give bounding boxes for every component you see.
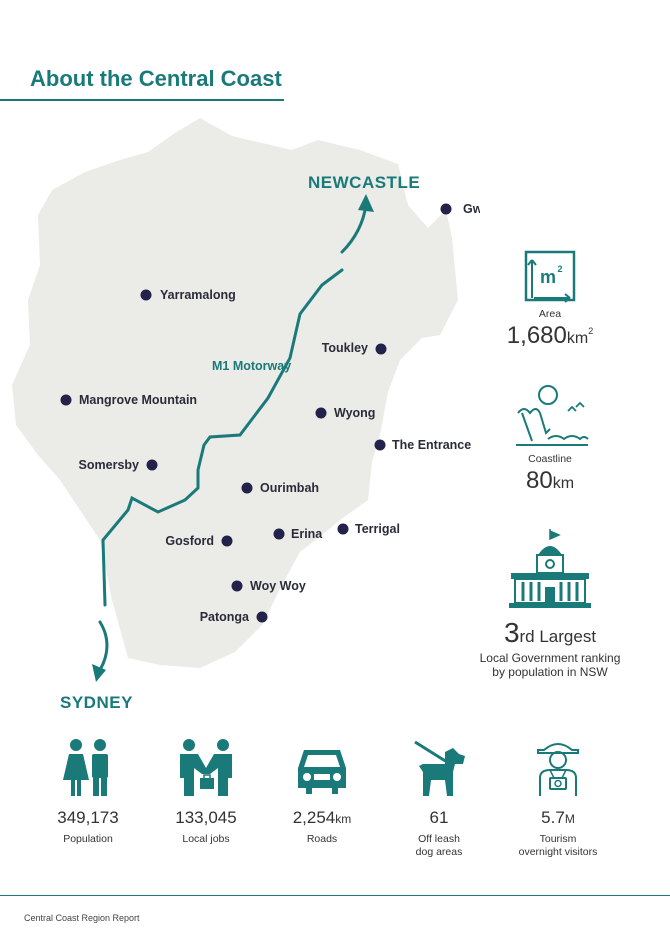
- town-mangrove-mountain: Mangrove Mountain: [60, 393, 197, 407]
- area-value: 1,680km2: [506, 322, 594, 349]
- city-newcastle: NEWCASTLE: [308, 173, 420, 192]
- svg-text:Terrigal: Terrigal: [355, 522, 400, 536]
- ranking-desc-line2: by population in NSW: [492, 665, 608, 679]
- town-woy-woy: Woy Woy: [231, 579, 306, 593]
- footer-rule: [0, 895, 670, 896]
- svg-text:Wyong: Wyong: [334, 406, 375, 420]
- town-gwandalan: Gwandalan: [440, 202, 480, 216]
- coastline-icon: [516, 385, 589, 446]
- stat-local-jobs: 133,045 Local jobs: [151, 738, 261, 846]
- town-toukley: Toukley: [322, 341, 387, 355]
- area-label: Area: [538, 308, 562, 320]
- town-somersby: Somersby: [79, 458, 158, 472]
- city-sydney: SYDNEY: [60, 693, 133, 712]
- svg-text:2: 2: [557, 264, 562, 274]
- svg-text:Ourimbah: Ourimbah: [260, 481, 319, 495]
- coastline-label: Coastline: [528, 453, 572, 465]
- map-land: [12, 118, 458, 668]
- svg-text:Somersby: Somersby: [79, 458, 139, 472]
- coastline-fact: Coastline 80km: [480, 383, 620, 495]
- stat-roads: 2,254km Roads: [267, 738, 377, 846]
- south-arrow-head: [92, 664, 106, 682]
- ranking-value: 3rd Largest: [503, 617, 597, 648]
- area-m2-icon: m 2: [524, 250, 576, 303]
- stat-tourism: 5.7M Tourism overnight visitors: [503, 738, 613, 859]
- south-arrow: [98, 620, 109, 672]
- tourist-icon: [537, 743, 579, 796]
- svg-text:Toukley: Toukley: [322, 341, 368, 355]
- dog-leash-icon: [414, 740, 465, 796]
- town-gosford: Gosford: [165, 534, 233, 548]
- ranking-fact: 3rd Largest Local Government ranking by …: [462, 527, 638, 679]
- region-map: NEWCASTLE SYDNEY M1 Motorway Gwandalan Y…: [12, 118, 480, 712]
- stat-off-leash: 61 Off leash dog areas: [384, 738, 494, 859]
- svg-text:Mangrove Mountain: Mangrove Mountain: [79, 393, 197, 407]
- handshake-icon: [180, 739, 232, 796]
- government-building-icon: [509, 529, 591, 608]
- svg-text:Yarramalong: Yarramalong: [160, 288, 236, 302]
- svg-text:Woy Woy: Woy Woy: [250, 579, 306, 593]
- people-icon: [63, 739, 108, 796]
- town-patonga: Patonga: [200, 610, 268, 624]
- page-title: About the Central Coast: [30, 66, 282, 91]
- north-arrow-head: [358, 194, 374, 212]
- area-fact: m 2 Area 1,680km2: [480, 250, 620, 350]
- svg-text:Erina: Erina: [291, 527, 323, 541]
- svg-text:Gosford: Gosford: [165, 534, 214, 548]
- title-underline: [0, 99, 284, 101]
- m1-motorway-label: M1 Motorway: [212, 359, 291, 373]
- ranking-desc-line1: Local Government ranking: [479, 651, 621, 665]
- town-the-entrance: The Entrance: [374, 438, 471, 452]
- town-erina: Erina: [273, 527, 323, 541]
- coastline-value: 80km: [525, 467, 575, 494]
- svg-text:Gwandalan: Gwandalan: [463, 202, 480, 216]
- footer-text: Central Coast Region Report: [24, 913, 140, 923]
- town-yarramalong: Yarramalong: [140, 288, 236, 302]
- svg-text:Patonga: Patonga: [200, 610, 250, 624]
- m1-motorway-line: [101, 268, 344, 607]
- stat-population: 349,173 Population: [33, 738, 143, 846]
- town-ourimbah: Ourimbah: [241, 481, 319, 495]
- town-terrigal: Terrigal: [337, 522, 400, 536]
- car-icon: [298, 750, 346, 794]
- svg-text:m: m: [540, 267, 556, 287]
- svg-text:The Entrance: The Entrance: [392, 438, 471, 452]
- town-wyong: Wyong: [315, 406, 375, 420]
